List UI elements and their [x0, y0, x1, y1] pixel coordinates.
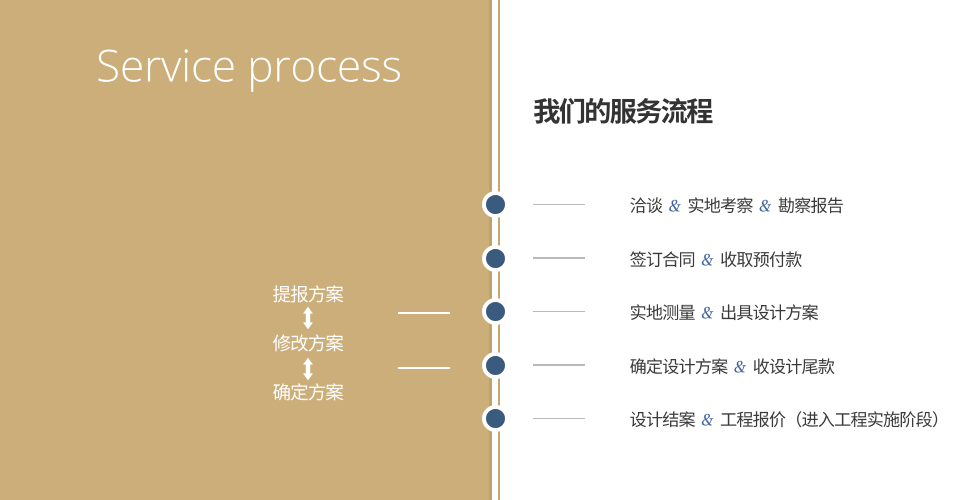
plan-label-1: 提报方案 — [270, 283, 346, 309]
plan-connector-1 — [398, 311, 450, 315]
page-title: Service process — [93, 47, 405, 94]
timeline-dot-1 — [482, 191, 510, 218]
plan-label-3-glyphs — [273, 383, 344, 401]
plan-label-2: 修改方案 — [270, 332, 346, 358]
plan-connector-2 — [398, 366, 450, 370]
step-connector-2 — [533, 257, 585, 259]
step-label-5: 设计结案 & 工程报价（进入工程实施阶段） — [627, 409, 952, 433]
swap-arrow-icon-1 — [303, 306, 313, 329]
timeline-dot-5 — [482, 405, 510, 432]
page-title-glyphs — [97, 48, 400, 92]
step-label-3: 实地测量 & 出具设计方案 — [627, 302, 821, 326]
left-gold-panel — [0, 0, 492, 500]
step-connector-4 — [533, 364, 585, 366]
timeline-dot-3 — [482, 298, 510, 325]
swap-arrow-icon-2 — [303, 357, 313, 381]
step-label-1: 洽谈 & 实地考察 & 勘察报告 — [627, 195, 847, 219]
step-connector-3 — [533, 310, 585, 313]
section-heading-glyphs — [533, 98, 712, 124]
step-label-4-glyphs — [630, 357, 835, 374]
timeline-dot-4 — [482, 351, 510, 379]
section-heading: 我们的服务流程 — [531, 95, 716, 132]
plan-label-3: 确定方案 — [270, 381, 346, 407]
plan-label-1-glyphs — [273, 285, 344, 303]
step-connector-5 — [533, 417, 585, 420]
step-label-2: 签订合同 & 收取预付款 — [627, 249, 805, 273]
step-label-5-glyphs — [630, 411, 938, 428]
timeline-dot-2 — [482, 244, 510, 272]
step-connector-1 — [533, 203, 585, 206]
plan-label-2-glyphs — [273, 334, 344, 352]
step-label-2-glyphs — [630, 250, 803, 267]
step-label-1-glyphs — [630, 197, 844, 214]
step-label-4: 确定设计方案 & 收设计尾款 — [627, 356, 838, 380]
step-label-3-glyphs — [631, 304, 819, 321]
